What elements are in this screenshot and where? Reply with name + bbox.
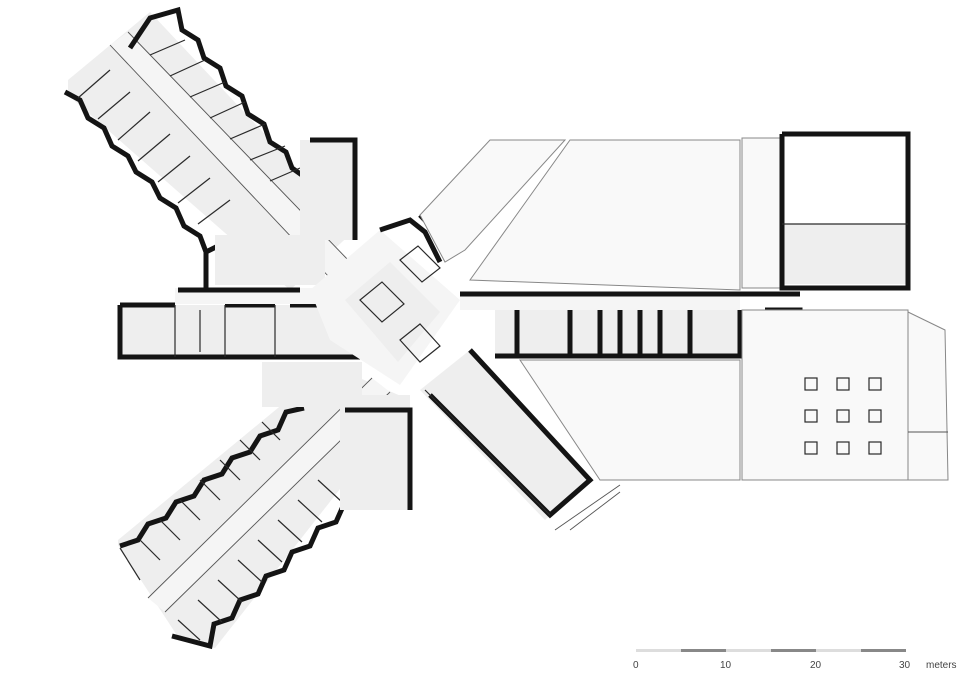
scale-tick-10: 10: [720, 660, 732, 671]
scale-bar: 0 10 20 30 meters: [633, 649, 957, 671]
upper-left-wing: [63, 6, 358, 290]
planter-grid: [804, 377, 882, 455]
lower-right-wing: [420, 348, 621, 531]
scale-tick-0: 0: [633, 660, 639, 671]
scale-tick-30: 30: [899, 660, 911, 671]
scale-tick-20: 20: [810, 660, 822, 671]
lower-left-wing: [118, 362, 413, 650]
scale-unit: meters: [926, 660, 957, 671]
left-arm: [117, 287, 360, 360]
courtyards: [419, 131, 949, 481]
right-arm: [460, 291, 803, 359]
